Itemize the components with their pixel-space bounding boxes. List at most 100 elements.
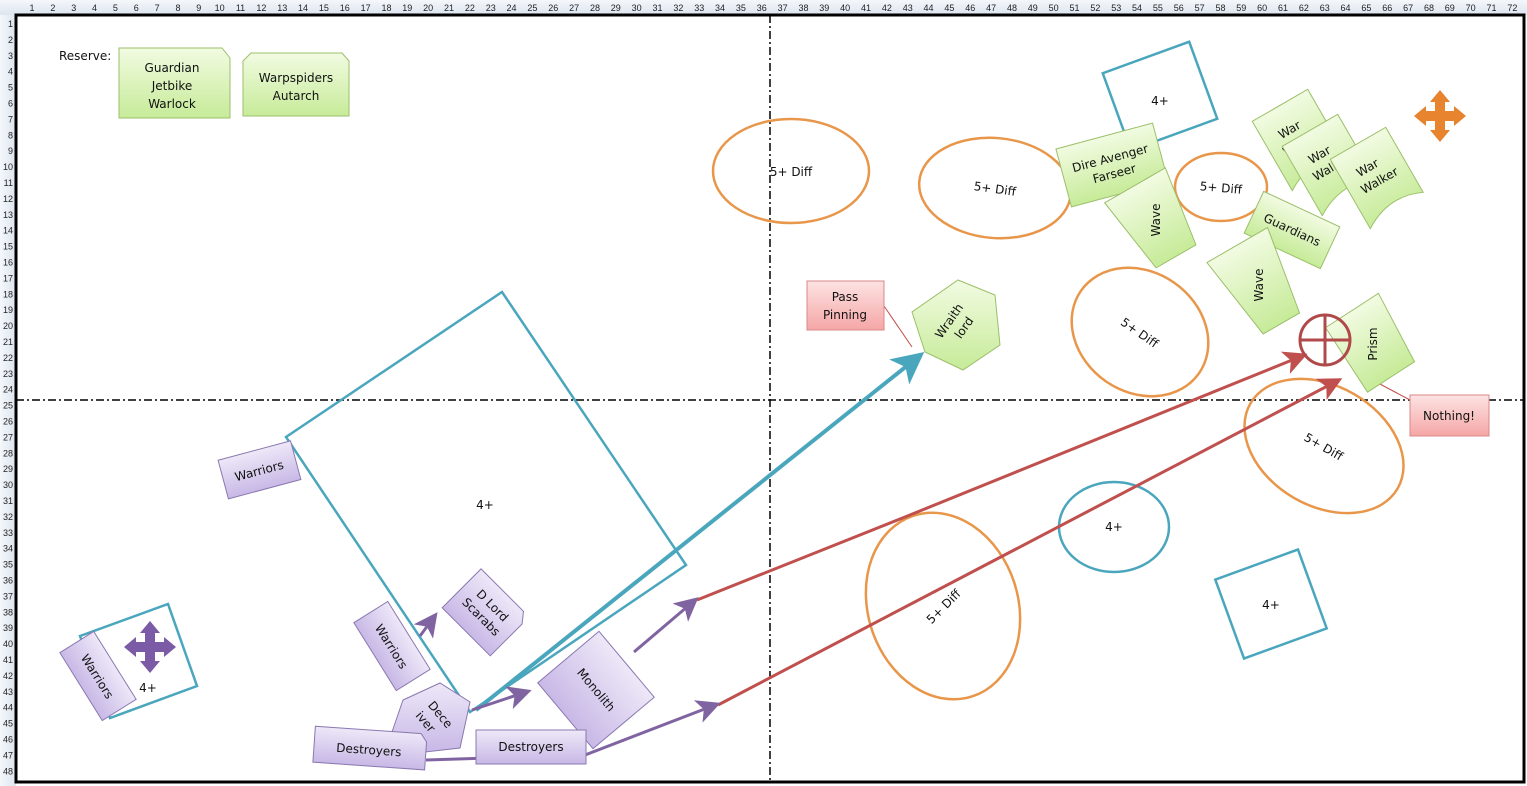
terrain-label: 4+: [1151, 94, 1169, 108]
row-number: 41: [3, 655, 13, 665]
row-number: 34: [3, 544, 13, 554]
row-number: 23: [3, 369, 13, 379]
unit-destroyers[interactable]: Destroyers: [312, 725, 428, 771]
row-number: 19: [3, 305, 13, 315]
column-number: 20: [423, 3, 433, 13]
column-number: 44: [924, 3, 934, 13]
callout-line: [883, 305, 913, 348]
column-number: 1: [29, 3, 34, 13]
column-number: 13: [277, 3, 287, 13]
column-number: 59: [1236, 3, 1246, 13]
row-number: 47: [3, 750, 13, 760]
move-arrow: [413, 612, 438, 639]
note-pass-pinning: Pass Pinning: [806, 280, 885, 331]
column-number: 62: [1299, 3, 1309, 13]
row-number: 44: [3, 703, 13, 713]
reserve-label: Reserve:: [59, 49, 111, 63]
row-number: 6: [8, 99, 13, 109]
row-number: 18: [3, 289, 13, 299]
column-number: 18: [381, 3, 391, 13]
column-number: 22: [465, 3, 475, 13]
shooting-arrow: [696, 351, 1308, 602]
column-number: 46: [965, 3, 975, 13]
column-number: 4: [92, 3, 97, 13]
column-number: 54: [1132, 3, 1142, 13]
row-number: 45: [3, 719, 13, 729]
column-number: 37: [778, 3, 788, 13]
reserve-unit-warpspiders[interactable]: Warpspiders Autarch: [242, 52, 350, 117]
column-number: 47: [986, 3, 996, 13]
row-number: 25: [3, 401, 13, 411]
column-number: 60: [1257, 3, 1267, 13]
column-number: 70: [1466, 3, 1476, 13]
row-number: 5: [8, 83, 13, 93]
difficult-terrain: 5+ Diff: [917, 136, 1073, 240]
column-number: 35: [736, 3, 746, 13]
column-number: 8: [175, 3, 180, 13]
cover-terrain: 4+: [1213, 547, 1329, 661]
column-number: 41: [861, 3, 871, 13]
column-number: 50: [1049, 3, 1059, 13]
column-number: 7: [155, 3, 160, 13]
column-number: 68: [1424, 3, 1434, 13]
unit-wraithlord[interactable]: Wraith lord: [911, 279, 1001, 371]
row-number: 38: [3, 607, 13, 617]
row-number: 22: [3, 353, 13, 363]
unit-wave-template[interactable]: Wave: [1206, 226, 1313, 341]
unit-warriors[interactable]: Warriors: [353, 600, 431, 692]
unit-label: Jetbike: [151, 79, 192, 93]
note-text: Nothing!: [1423, 409, 1475, 423]
row-number: 2: [8, 35, 13, 45]
row-number: 48: [3, 766, 13, 776]
difficult-terrain: 5+ Diff: [864, 511, 1022, 701]
row-number: 11: [4, 178, 13, 188]
unit-monolith[interactable]: Monolith: [537, 630, 655, 750]
column-number: 65: [1361, 3, 1371, 13]
column-number: 57: [1195, 3, 1205, 13]
unit-prism[interactable]: Prism: [1324, 292, 1421, 393]
row-number: 10: [3, 162, 13, 172]
column-number: 66: [1382, 3, 1392, 13]
row-number: 16: [3, 258, 13, 268]
unit-label: Guardian: [145, 61, 200, 75]
terrain-label: 4+: [139, 681, 157, 695]
terrain-label: 4+: [1262, 598, 1280, 612]
unit-wave-template[interactable]: Wave: [1103, 167, 1207, 274]
column-number: 49: [1028, 3, 1038, 13]
move-icon: [1414, 90, 1466, 142]
unit-dlord-scarabs[interactable]: D Lord Scarabs: [441, 568, 529, 657]
difficult-terrain: 5+ Diff: [711, 117, 871, 225]
column-number: 30: [632, 3, 642, 13]
column-number: 52: [1090, 3, 1100, 13]
column-number: 48: [1007, 3, 1017, 13]
column-number: 24: [507, 3, 517, 13]
reserve-unit-guardian-jetbike[interactable]: Guardian Jetbike Warlock: [118, 47, 231, 119]
row-number: 14: [3, 226, 13, 236]
column-number: 32: [673, 3, 683, 13]
row-number: 21: [3, 337, 13, 347]
terrain-label: 5+ Diff: [1199, 179, 1243, 197]
row-number: 8: [8, 130, 13, 140]
column-number: 36: [757, 3, 767, 13]
unit-label: Warpspiders: [259, 71, 333, 85]
move-arrow: [471, 686, 532, 712]
target-crosshair-icon: [1298, 313, 1352, 367]
row-ruler: [0, 15, 16, 786]
unit-destroyers[interactable]: Destroyers: [475, 729, 587, 765]
difficult-terrain: 5+ Diff: [1243, 377, 1405, 515]
row-number: 42: [3, 671, 13, 681]
column-number: 27: [569, 3, 579, 13]
column-number: 55: [1153, 3, 1163, 13]
unit-war-walker[interactable]: War Walker: [1329, 126, 1425, 230]
cover-terrain: 4+: [1057, 480, 1171, 574]
column-number: 69: [1445, 3, 1455, 13]
column-number: 58: [1215, 3, 1225, 13]
column-number: 26: [548, 3, 558, 13]
row-number: 37: [3, 591, 13, 601]
row-number: 43: [3, 687, 13, 697]
row-number: 36: [3, 576, 13, 586]
unit-warriors[interactable]: Warriors: [217, 440, 302, 500]
unit-label: Prism: [1366, 327, 1380, 360]
row-number: 7: [8, 114, 13, 124]
unit-warriors[interactable]: Warriors: [59, 630, 137, 722]
